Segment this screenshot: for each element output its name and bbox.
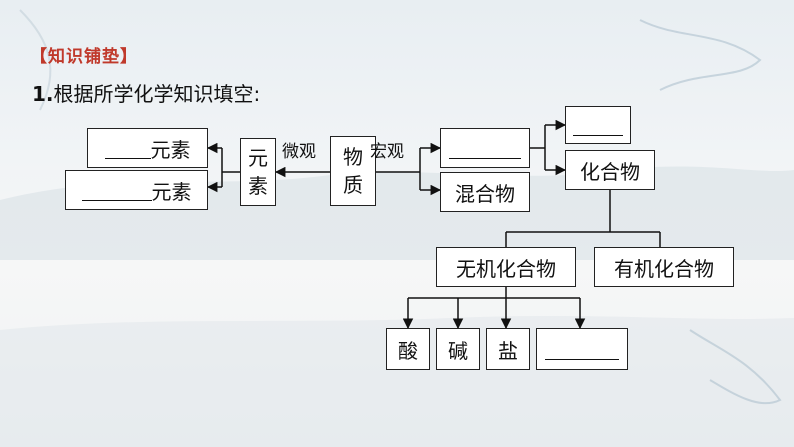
answer-blank[interactable] bbox=[81, 180, 152, 201]
answer-blank[interactable] bbox=[545, 339, 619, 360]
element-char: 素 bbox=[248, 174, 268, 198]
acid-box: 酸 bbox=[386, 328, 430, 370]
compound-label: 化合物 bbox=[580, 159, 640, 184]
base-label: 碱 bbox=[448, 338, 468, 363]
compound-box: 化合物 bbox=[565, 150, 655, 190]
matter-box: 物 质 bbox=[330, 136, 376, 206]
salt-label: 盐 bbox=[498, 338, 518, 363]
micro-label: 微观 bbox=[282, 142, 316, 162]
matter-char: 物 bbox=[343, 145, 363, 169]
matter-char: 质 bbox=[343, 173, 363, 197]
pure-substance-blank-box bbox=[440, 128, 530, 168]
question-prompt: 1.根据所学化学知识填空: bbox=[32, 78, 260, 107]
mixture-label: 混合物 bbox=[455, 181, 515, 206]
answer-blank[interactable] bbox=[573, 115, 623, 136]
salt-box: 盐 bbox=[486, 328, 530, 370]
organic-compound-label: 有机化合物 bbox=[614, 256, 714, 281]
section-header-text: 【知识铺垫】 bbox=[30, 47, 138, 67]
inorganic-compound-box: 无机化合物 bbox=[436, 247, 576, 287]
macro-label: 宏观 bbox=[370, 142, 404, 162]
question-text: 根据所学化学知识填空: bbox=[53, 82, 261, 106]
question-number: 1. bbox=[32, 82, 54, 106]
inorganic-compound-label: 无机化合物 bbox=[456, 256, 556, 281]
element-blank-box-2: 元素 bbox=[65, 170, 208, 210]
element-char: 元 bbox=[248, 146, 268, 170]
element-blank-box-1: 元素 bbox=[87, 128, 208, 168]
mixture-box: 混合物 bbox=[440, 172, 530, 212]
oxide-blank-box bbox=[536, 328, 628, 370]
base-box: 碱 bbox=[436, 328, 480, 370]
acid-label: 酸 bbox=[398, 338, 418, 363]
answer-blank[interactable] bbox=[449, 138, 521, 159]
organic-compound-box: 有机化合物 bbox=[594, 247, 734, 287]
section-header: 【知识铺垫】 bbox=[30, 42, 138, 67]
element-label: 元素 bbox=[151, 179, 192, 204]
elementary-substance-blank-box bbox=[565, 106, 631, 144]
answer-blank[interactable] bbox=[104, 138, 151, 159]
element-label: 元素 bbox=[150, 137, 191, 162]
element-box: 元 素 bbox=[240, 138, 276, 206]
